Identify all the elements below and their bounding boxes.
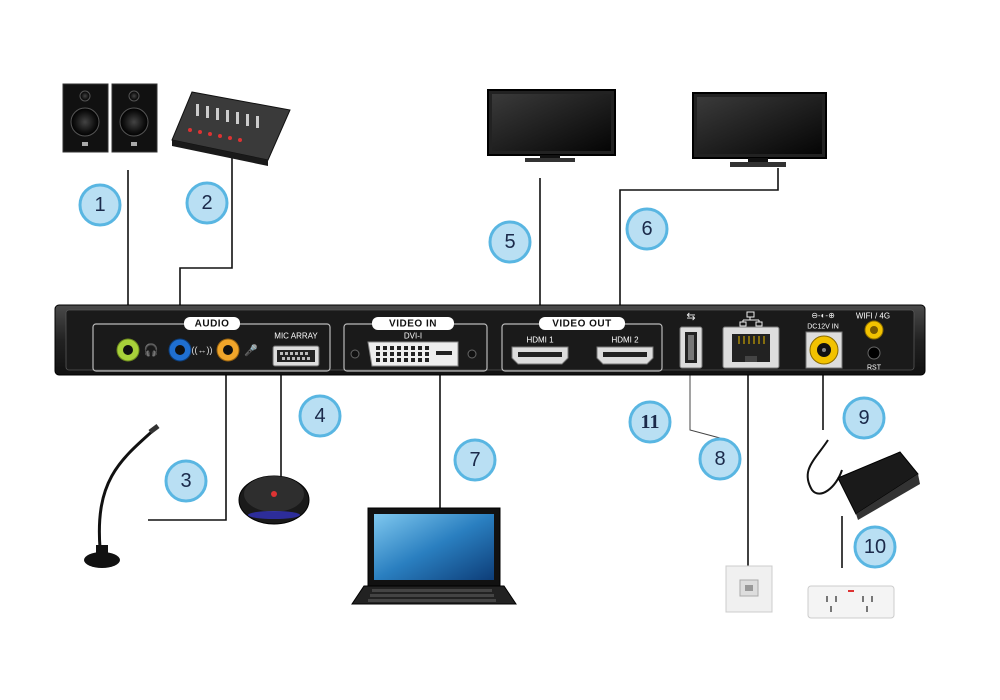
callout-6-label: 6	[641, 218, 652, 240]
power-adapter-image	[806, 439, 920, 520]
callout-11-label: 11	[641, 411, 660, 433]
callout-5-label: 5	[504, 231, 515, 253]
power-socket-image	[807, 585, 895, 619]
callout-7-label: 7	[469, 449, 480, 471]
monitor-2-image	[692, 92, 827, 167]
callout-2-label: 2	[201, 192, 212, 214]
callout-10-label: 10	[864, 536, 886, 558]
video-in-title: VIDEO IN	[389, 319, 437, 330]
cable-usb	[689, 368, 721, 439]
callout-3: 3	[164, 459, 208, 503]
line-out-jack[interactable]	[168, 338, 192, 362]
usb-port[interactable]	[679, 326, 703, 369]
headphone-icon: 🎧	[144, 343, 159, 357]
network-icon	[739, 311, 763, 327]
callout-6: 6	[625, 207, 669, 251]
headphone-jack[interactable]	[116, 338, 140, 362]
microphone-icon: 🎤	[244, 343, 258, 357]
callout-3-label: 3	[180, 470, 191, 492]
dvi-port[interactable]	[367, 341, 459, 367]
lan-port[interactable]	[722, 326, 780, 369]
callout-11: 11	[628, 400, 672, 444]
cable-microphone	[148, 350, 227, 521]
video-out-section: VIDEO OUT HDMI 1 HDMI 2	[501, 317, 663, 372]
mic-array-puck-image	[238, 475, 310, 525]
wifi-label: WIFI / 4G	[856, 312, 890, 321]
callout-9: 9	[842, 396, 886, 440]
cable-monitor-2	[619, 168, 779, 345]
mic-array-port[interactable]	[272, 345, 320, 367]
lan-wall-jack-image	[725, 565, 773, 613]
callout-9-label: 9	[858, 407, 869, 429]
callout-4-label: 4	[314, 405, 325, 427]
monitor-1-image	[487, 89, 616, 162]
callout-2: 2	[185, 181, 229, 225]
wifi-antenna-connector[interactable]	[864, 320, 884, 340]
laptop-image	[351, 507, 517, 605]
dvi-label: DVI-I	[404, 332, 422, 341]
callout-7: 7	[453, 438, 497, 482]
video-out-title: VIDEO OUT	[552, 319, 612, 330]
dc-power-port[interactable]	[805, 331, 843, 369]
callout-8-label: 8	[714, 448, 725, 470]
cables	[127, 150, 843, 580]
mic-array-label: MIC ARRAY	[274, 332, 318, 341]
usb-icon: ⇆	[686, 311, 695, 323]
audio-title: AUDIO	[195, 319, 230, 330]
callout-1-label: 1	[94, 194, 105, 216]
gooseneck-microphone-image	[84, 424, 160, 568]
cable-mixer	[179, 150, 233, 340]
line-out-icon: ((↔))	[192, 345, 213, 355]
callout-8: 8	[698, 437, 742, 481]
hdmi-1-label: HDMI 1	[526, 336, 554, 345]
dc-label: DC12V IN	[807, 324, 839, 331]
reset-button[interactable]	[867, 346, 881, 360]
speakers-image	[62, 83, 158, 153]
callout-5: 5	[488, 220, 532, 264]
rst-label: RST	[867, 365, 882, 372]
audio-section: AUDIO 🎧 ((↔)) 🎤 MIC ARRAY	[92, 317, 331, 372]
callout-4: 4	[298, 394, 342, 438]
video-in-section: VIDEO IN DVI-I	[343, 317, 488, 372]
mic-in-jack[interactable]	[216, 338, 240, 362]
dc-polarity-icon: ⊖-◐-⊕	[811, 311, 835, 320]
hdmi-1-port[interactable]	[511, 346, 569, 365]
hdmi-2-port[interactable]	[596, 346, 654, 365]
hdmi-2-label: HDMI 2	[611, 336, 639, 345]
callout-1: 1	[78, 183, 122, 227]
audio-mixer-image	[171, 91, 291, 166]
callout-10: 10	[853, 525, 897, 569]
